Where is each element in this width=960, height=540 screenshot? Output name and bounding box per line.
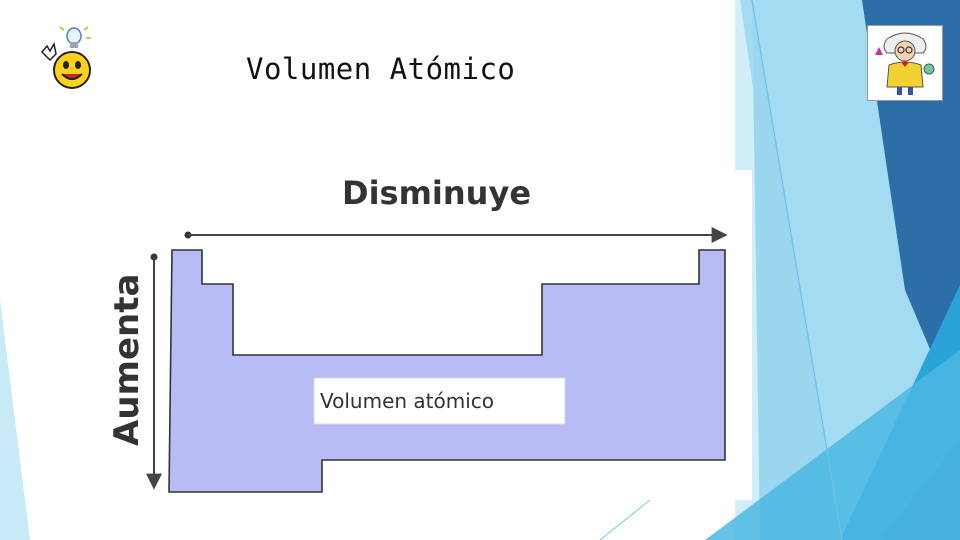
periodic-table-shape bbox=[168, 249, 726, 493]
bg-line-2 bbox=[599, 499, 651, 540]
diagram-panel: Disminuye Aumenta Volumen atómico bbox=[92, 170, 752, 500]
periodic-trend-diagram: Disminuye Aumenta Volumen atómico bbox=[107, 174, 728, 493]
bg-facet-bottom bbox=[705, 350, 960, 540]
bg-facet-left bbox=[0, 300, 30, 540]
slide-title: Volumen Atómico bbox=[246, 52, 516, 86]
center-label-box bbox=[313, 377, 566, 425]
scientist-icon bbox=[867, 25, 943, 101]
bg-line bbox=[751, 0, 843, 540]
side-label: Aumenta bbox=[107, 274, 147, 446]
bg-facet-dark bbox=[862, 0, 960, 420]
top-label: Disminuye bbox=[342, 174, 531, 212]
lightbulb-smiley-icon bbox=[40, 26, 91, 89]
center-label: Volumen atómico bbox=[320, 389, 494, 413]
